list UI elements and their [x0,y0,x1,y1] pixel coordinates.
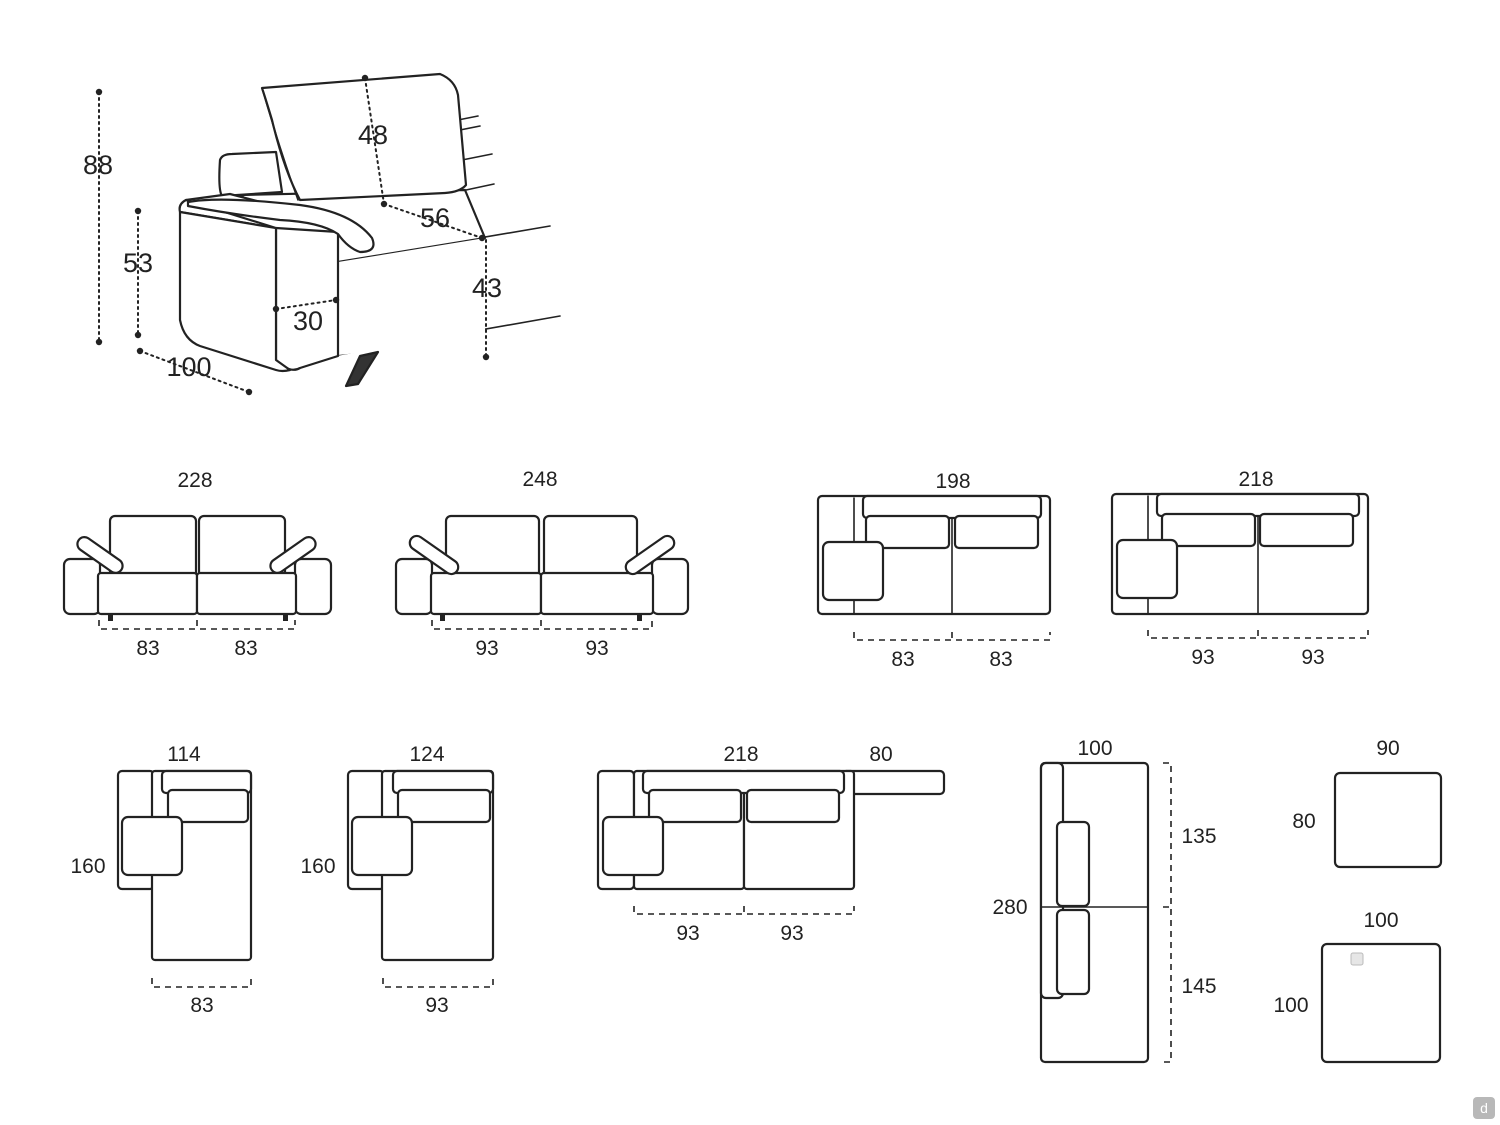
label-seat-height: 43 [472,273,502,303]
top-view-sofa-198: 198 83 83 [816,470,1052,671]
label-seat-width: 93 [425,994,448,1017]
label-seat-width: 93 [780,922,803,945]
brand-logo-icon: d [1473,1097,1495,1119]
top-view-sofa-218: 218 93 93 [1110,468,1370,669]
label-pouf-depth: 80 [1292,810,1315,833]
label-total-width: 218 [1238,468,1273,491]
corner-module: 100 280 135 145 [992,737,1217,1064]
label-total-width: 248 [522,468,557,491]
label-module-depth: 160 [300,855,335,878]
label-total-length: 280 [992,896,1027,919]
label-armrest-height: 53 [123,248,153,278]
label-seat-width: 93 [475,637,498,660]
label-module-width: 124 [409,743,444,766]
label-seat-width: 93 [585,637,608,660]
front-view-sofa-248: 248 93 93 [394,468,690,660]
chaise-module-114: 114 160 83 [70,743,253,1017]
front-view-sofa-228: 228 83 83 [62,469,333,660]
label-extension-width: 80 [869,743,892,766]
label-backrest-height: 48 [358,120,388,150]
small-marker [1350,952,1364,966]
label-pouf-width: 90 [1376,737,1399,760]
label-seat-width: 83 [136,637,159,660]
label-seat-width: 83 [989,648,1012,671]
label-depth: 100 [166,352,211,382]
label-seat-width: 83 [234,637,257,660]
label-seat-width: 93 [1301,646,1324,669]
label-module-depth: 160 [70,855,105,878]
label-seat-width: 83 [891,648,914,671]
pouf-90x80: 90 80 [1292,737,1443,869]
label-seat-width: 83 [190,994,213,1017]
perspective-sofa-view: 88 53 100 30 48 56 43 [83,72,561,396]
label-lower-length: 145 [1181,975,1216,998]
label-total-width: 228 [177,469,212,492]
label-seat-depth: 56 [420,203,450,233]
label-total-height: 88 [83,150,113,180]
label-pouf-depth: 100 [1273,994,1308,1017]
label-total-width: 218 [723,743,758,766]
label-module-width: 114 [167,743,201,766]
label-module-width: 100 [1077,737,1112,760]
label-upper-length: 135 [1181,825,1216,848]
chaise-module-124: 124 160 93 [300,743,495,1017]
label-pouf-width: 100 [1363,909,1398,932]
label-seat-width: 93 [676,922,699,945]
label-total-width: 198 [935,470,970,493]
label-seat-width: 93 [1191,646,1214,669]
pouf-100x100: 100 100 [1273,909,1442,1064]
sofa-with-side-extension: 218 80 93 93 [596,743,946,945]
label-armrest-width: 30 [293,306,323,336]
